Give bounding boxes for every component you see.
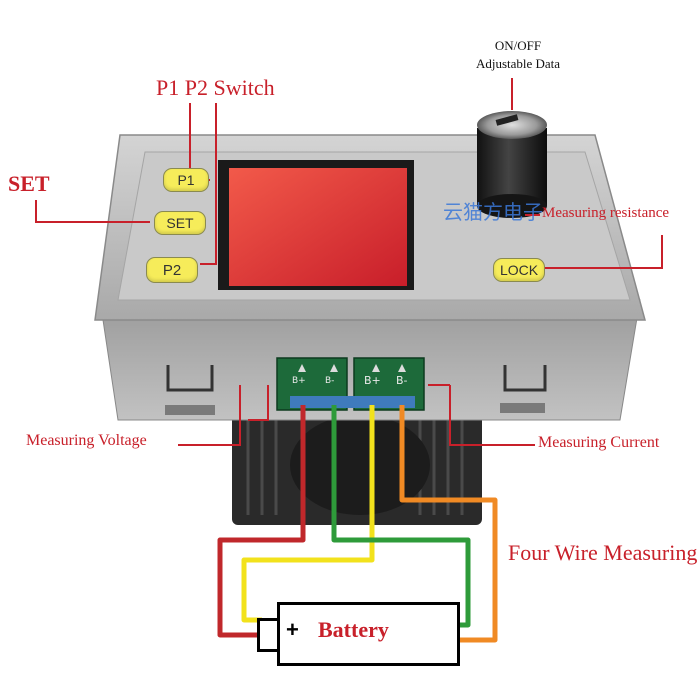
p1-button[interactable]: P1 [163,168,209,192]
label-on-off: ON/OFF [494,38,542,53]
wire-green [331,405,471,628]
terminal-label-ibplus: B+ [364,374,381,387]
terminal-label-vbplus: B+ [292,376,306,386]
battery: + Battery [277,602,460,666]
label-p1p2-switch: P1 P2 Switch [156,75,275,100]
heatsink [232,405,482,525]
terminal-label-vbminus: B- [325,376,335,386]
battery-terminal [257,618,280,652]
terminal-label-ibminus: B- [396,374,408,387]
battery-label: Battery [318,617,389,642]
label-four-wire-measuring: Four Wire Measuring [508,540,698,565]
wire-red [217,405,306,638]
label-measuring-voltage: Measuring Voltage [26,432,147,449]
p2-button[interactable]: P2 [146,257,198,283]
label-measuring-current: Measuring Current [538,434,660,451]
watermark: 云猫方电子 [443,200,543,224]
wire-orange [399,405,498,643]
label-adjustable-data: Adjustable Data [475,56,561,71]
wire-yellow [241,405,375,623]
rotary-knob [477,111,547,218]
label-measuring-resistance: Measuring resistance [542,205,670,221]
lcd-screen [218,160,414,290]
lock-button[interactable]: LOCK [493,258,545,282]
battery-plus-sign: + [286,617,299,642]
set-button[interactable]: SET [154,211,206,235]
label-set: SET [8,171,50,196]
wires [217,405,498,643]
terminal-blocks [276,357,425,411]
